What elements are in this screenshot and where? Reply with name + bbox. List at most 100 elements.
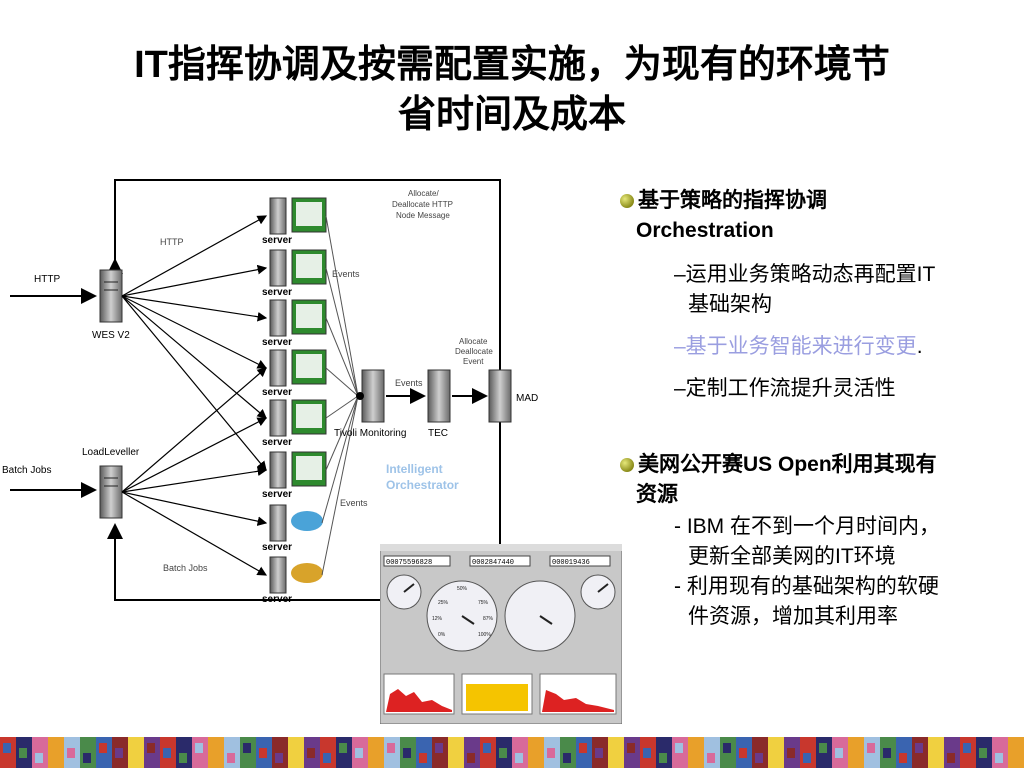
server-label: server (262, 287, 292, 298)
mad-server-icon (488, 369, 512, 423)
strip-tile (128, 737, 144, 768)
counter-3: 000019436 (552, 559, 590, 567)
server-to-tivoli-line (325, 317, 359, 397)
gauge-tick-100: 100% (478, 632, 491, 638)
strip-tile (368, 737, 384, 768)
server-label: server (262, 337, 292, 348)
intelligent-label-2: Orchestrator (386, 478, 459, 492)
dashboard-screenshot: 00075596828 0002847440 000019436 25% 50%… (380, 544, 622, 724)
strip-tile (848, 737, 864, 768)
title-line-2: 省时间及成本 (397, 94, 626, 136)
architecture-diagram: HTTP Batch Jobs WES V2 HTTP LoadLeveller… (2, 179, 538, 605)
allocate-top-2: Deallocate HTTP (392, 200, 453, 209)
tivoli-label: Tivoli Monitoring (334, 428, 406, 439)
server-label: server (262, 387, 292, 398)
wes-fan-line (121, 264, 268, 297)
sub-bullet-intelligence: –基于业务智能来进行变更. (674, 335, 923, 358)
gauge-tick-87: 87% (483, 616, 494, 622)
server-label: server (262, 542, 292, 553)
gauge-tick-0: 0% (438, 632, 446, 638)
server-to-tivoli-line (325, 267, 359, 397)
batch-in-label: Batch Jobs (2, 465, 51, 476)
loadleveller-fan-line (121, 491, 268, 576)
server-label: server (262, 489, 292, 500)
loadleveller-label: LoadLeveller (82, 447, 140, 458)
bullet-dot-icon (620, 194, 634, 209)
gauge-tick-12: 12% (432, 616, 443, 622)
strip-tile (320, 737, 336, 768)
gauge-tick-75: 75% (478, 600, 489, 606)
wes-fan-line (121, 215, 268, 297)
decorative-footer-strip (0, 737, 1024, 768)
bullet-orchestration: 基于策略的指挥协调 Orchestration (620, 186, 1010, 246)
wes-fan-line (121, 295, 268, 369)
gauge-tick-50: 50% (457, 586, 468, 592)
allocate-event-1: Allocate (459, 337, 488, 346)
allocate-event-2: Deallocate (455, 347, 493, 356)
counter-2: 0002847440 (472, 559, 514, 567)
strip-tile (896, 737, 912, 768)
gauge-tick-25: 25% (438, 600, 449, 606)
strip-tile (944, 737, 960, 768)
wes-server-icon (99, 269, 123, 323)
loadleveller-server-icon (99, 465, 123, 519)
wes-fan-line (121, 295, 267, 419)
server-node: server (262, 451, 327, 500)
tivoli-server-icon (356, 369, 385, 423)
batch-mid-label: Batch Jobs (163, 563, 208, 573)
strip-tile (272, 737, 288, 768)
server-to-tivoli-line (325, 215, 359, 397)
page-title: IT指挥协调及按需配置实施，为现有的环境节 省时间及成本 (0, 40, 1024, 140)
server-to-tivoli-line (321, 395, 359, 576)
strip-tile (560, 737, 576, 768)
events-top-label: Events (332, 269, 360, 279)
strip-tile (752, 737, 768, 768)
feedback-loop-line (107, 179, 501, 370)
server-node: server (262, 399, 327, 448)
server-to-tivoli-line (325, 395, 359, 471)
server-node: server (262, 299, 327, 348)
loadleveller-fan-line (121, 417, 268, 493)
server-to-tivoli-line (321, 395, 359, 524)
server-label: server (262, 235, 292, 246)
loadleveller-fan-line (121, 367, 267, 493)
allocate-top-3: Node Message (396, 211, 450, 220)
wes-fan-line (121, 295, 267, 471)
events-bottom-label: Events (340, 498, 368, 508)
molecule-icon (291, 511, 323, 531)
strip-tile (656, 737, 672, 768)
strip-tile (176, 737, 192, 768)
loadleveller-fan-line (121, 491, 268, 526)
loadleveller-fan-line (121, 466, 268, 493)
allocate-top-1: Allocate/ (408, 189, 439, 198)
strip-tile (704, 737, 720, 768)
server-node: server (262, 556, 323, 605)
server-to-tivoli-line (325, 367, 359, 397)
title-line-1: IT指挥协调及按需配置实施，为现有的环境节 (134, 44, 890, 86)
mad-label: MAD (516, 393, 538, 404)
sub-bullet-ibm: - IBM 在不到一个月时间内， 更新全部美网的IT环境 (674, 515, 940, 568)
http-in-label: HTTP (34, 274, 60, 285)
strip-tile (32, 737, 48, 768)
tec-server-icon (427, 369, 451, 423)
bullet-dot-icon (620, 458, 634, 473)
wes-fan-line (121, 295, 268, 322)
strip-tile (512, 737, 528, 768)
events-mid-label: Events (395, 378, 423, 388)
molecule-icon (291, 563, 323, 583)
strip-tile (608, 737, 624, 768)
strip-tile (416, 737, 432, 768)
intelligent-label-1: Intelligent (386, 462, 443, 476)
strip-tile (800, 737, 816, 768)
server-node: server (262, 349, 327, 398)
server-node: server (262, 249, 327, 298)
server-node: server (262, 197, 327, 246)
strip-tile (224, 737, 240, 768)
http-mid-label: HTTP (160, 237, 184, 247)
sub-bullet-resources: - 利用现有的基础架构的软硬 件资源，增加其利用率 (674, 575, 939, 628)
server-label: server (262, 437, 292, 448)
strip-tile (464, 737, 480, 768)
sub-bullet-workflow: –定制工作流提升灵活性 (674, 377, 896, 400)
allocate-event-3: Event (463, 357, 484, 366)
batch-loop-line (107, 420, 501, 601)
